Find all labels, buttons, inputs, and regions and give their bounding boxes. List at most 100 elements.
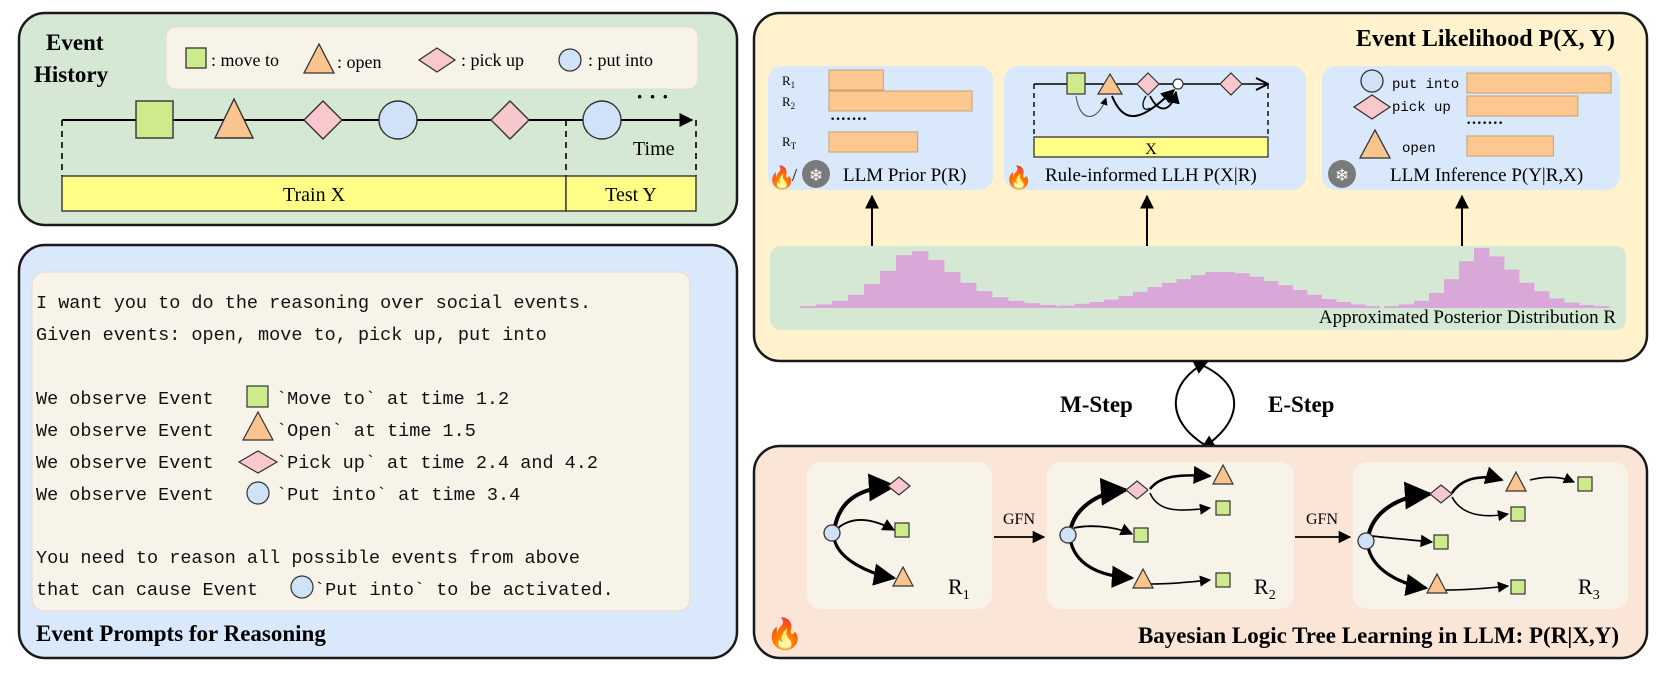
tree-r2-label: R2 <box>1254 574 1276 603</box>
histogram-3-bin <box>1579 305 1595 308</box>
timeline-circle-event-1 <box>378 100 418 140</box>
prompt-observe-2-prefix: We observe Event <box>36 421 214 442</box>
prompt-reason-line-2b: `Put into` to be activated. <box>314 580 614 601</box>
timeline-ellipsis: · · · <box>636 84 669 109</box>
histogram-1-bin <box>1024 303 1041 308</box>
prior-bars <box>828 69 973 153</box>
histogram-2-bin <box>1060 305 1076 308</box>
prompt-observe-3-prefix: We observe Event <box>36 453 214 474</box>
histogram-2-bin <box>1046 306 1061 308</box>
histogram-3-bin <box>1549 298 1565 308</box>
tree-r3-triangle-2 <box>1505 470 1527 492</box>
histogram-1-bin <box>880 270 897 308</box>
llh-diamond-event-2 <box>1219 72 1243 96</box>
inference-bar-2 <box>1466 95 1579 117</box>
tree-r3-diamond <box>1429 484 1453 504</box>
tree-r3-square-1 <box>1433 534 1449 550</box>
pick-up-diamond-icon <box>417 47 457 73</box>
histogram-2-bin <box>1365 306 1380 308</box>
rule-llh-label: Rule-informed LLH P(X|R) <box>1045 165 1257 186</box>
prompt-observe-4-text: `Put into` at time 3.4 <box>276 485 520 506</box>
train-x-bar <box>61 175 567 212</box>
snowflake-icon: ❄ <box>1328 160 1356 188</box>
tree-r3-root-circle <box>1357 532 1375 550</box>
event-prompts-panel: I want you to do the reasoning over soci… <box>17 243 739 660</box>
flame-icon: 🔥 <box>1005 165 1032 191</box>
llh-x-label: X <box>1145 141 1157 158</box>
timeline-circle-event-2 <box>582 100 622 140</box>
histogram-2-bin <box>1249 276 1264 308</box>
tree-r1: R1 <box>807 462 992 609</box>
histogram-2-bin <box>1278 285 1293 308</box>
llh-circle-event <box>1172 78 1184 90</box>
open-triangle-icon <box>302 42 336 74</box>
rule-llh-box: X 🔥 Rule-informed LLH P(X|R) <box>1004 66 1306 191</box>
inference-triangle-icon <box>1358 128 1392 159</box>
histogram-3-bin <box>1534 291 1550 308</box>
inference-diamond-icon <box>1352 94 1392 120</box>
prompt-observe-2-text: `Open` at time 1.5 <box>276 421 476 442</box>
inference-open: open <box>1402 141 1436 157</box>
legend-move-to: : move to <box>211 50 279 70</box>
histogram-1-bin <box>816 304 833 308</box>
move-to-square-icon <box>185 47 207 69</box>
tree-r2: R2 <box>1047 462 1294 609</box>
prompt-diamond-icon <box>237 450 279 474</box>
histogram-1-bin <box>976 291 993 308</box>
histogram-1-bin <box>1040 305 1057 308</box>
prompt-observe-1-text: `Move to` at time 1.2 <box>276 389 509 410</box>
tree-r3: R3 <box>1353 462 1628 609</box>
llh-influence-arc-4 <box>1142 95 1151 110</box>
histogram-2-bin <box>1075 303 1090 308</box>
histogram-3-bin <box>1504 269 1520 308</box>
llm-inference-label: LLM Inference P(Y|R,X) <box>1390 165 1583 186</box>
flame-icon: 🔥 <box>766 616 803 652</box>
tree-r1-diamond <box>887 476 911 496</box>
legend-put-into: : put into <box>588 50 653 70</box>
prompt-observe-4-prefix: We observe Event <box>36 485 214 506</box>
tree-r2-triangle-2 <box>1212 463 1234 485</box>
prompt-reason-circle-icon <box>290 575 314 599</box>
prior-r2-label: R2 <box>782 94 795 111</box>
histogram-2-bin <box>1147 287 1163 308</box>
event-legend: : move to : open : pick up : put into <box>165 26 699 90</box>
timeline-triangle-event <box>213 97 255 139</box>
timeline-diamond-event-2 <box>490 100 530 140</box>
m-step-arrow <box>1174 361 1211 449</box>
gfn-label-2: GFN <box>1306 511 1338 528</box>
legend-open: : open <box>337 52 382 72</box>
histogram-1-bin <box>832 300 849 308</box>
prior-r1-label: R1 <box>782 73 795 90</box>
train-x-label: Train X <box>283 184 346 206</box>
llh-influence-arc-3 <box>1149 90 1180 110</box>
tree-r2-diamond <box>1125 480 1149 500</box>
event-likelihood-panel: Event Likelihood P(X, Y) R1 R2 ······· R… <box>752 11 1649 363</box>
inference-bars <box>1466 72 1612 157</box>
legend-pick-up: : pick up <box>461 50 524 70</box>
llh-influence-arc-1 <box>1075 95 1108 117</box>
histogram-2-bin <box>1321 299 1337 308</box>
timeline-diamond-event-1 <box>303 100 343 140</box>
histogram-3-bin <box>1594 306 1610 308</box>
histogram-2-bin <box>1104 299 1119 308</box>
histogram-2-bin <box>1133 291 1148 308</box>
llh-influence-arc-2 <box>1111 89 1176 118</box>
histogram-1-bin <box>992 297 1009 308</box>
tree-r2-triangle-1 <box>1132 567 1154 589</box>
histogram-3-bin <box>1459 261 1475 308</box>
prior-dots: ······· <box>830 111 867 128</box>
tree-r1-root-circle <box>823 524 841 542</box>
test-y-label: Test Y <box>605 184 657 206</box>
histogram-2-bin <box>1220 272 1235 308</box>
histogram-2-bin <box>1292 290 1308 308</box>
histogram-1-bin <box>960 282 977 308</box>
em-cycle: M-Step E-Step <box>1060 361 1334 449</box>
prior-bar-2 <box>828 90 973 112</box>
histogram-3-bin <box>1474 248 1490 308</box>
inference-dots: ······· <box>1466 115 1503 132</box>
prior-bar-3 <box>828 131 919 153</box>
prompt-observe-1-prefix: We observe Event <box>36 389 214 410</box>
histogram-2-bin <box>1162 282 1177 308</box>
timeline-square-event <box>135 100 174 139</box>
gfn-label-1: GFN <box>1003 511 1035 528</box>
